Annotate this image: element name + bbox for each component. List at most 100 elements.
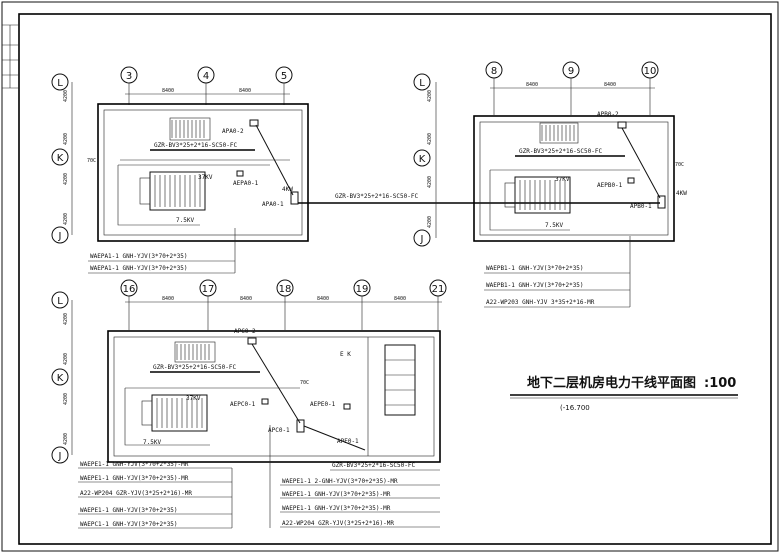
- load-label: 7.5KV: [143, 439, 161, 446]
- axis-label: 19: [356, 284, 369, 295]
- drawing-title: 地下二层机房电力干线平面图 :100 (-16.700: [510, 375, 738, 412]
- axis-label: 8: [491, 66, 497, 77]
- load-label: 7.5KV: [176, 217, 194, 224]
- panel-box: [249, 119, 259, 127]
- room-outline: [97, 103, 309, 242]
- axis-10: 10: [641, 61, 659, 115]
- dim-label: 4200: [63, 313, 69, 325]
- dim-label: 4200: [63, 393, 69, 405]
- cable-leader: WAEPE1-1 GNH-YJV(3*70+2*35)-MR: [80, 475, 189, 482]
- drawing-title-text: 地下二层机房电力干线平面图: [527, 375, 696, 391]
- dim-label: 4200: [63, 173, 69, 185]
- axis-21: 21: [429, 279, 447, 330]
- axis-18: 18: [276, 279, 294, 330]
- axis-3: 3: [120, 66, 138, 105]
- room-outline: [473, 115, 675, 242]
- dim-label: 8400: [394, 296, 406, 302]
- axis-label: J: [420, 234, 424, 245]
- panel-label: APA0-2: [222, 128, 244, 135]
- panel-box: [657, 195, 666, 209]
- axis-L: L: [413, 73, 431, 91]
- room-inner: [103, 109, 303, 236]
- dim-label: 4200: [63, 133, 69, 145]
- cable-leader: WAEPE1-1 2-GNH-YJV(3*70+2*35)-MR: [282, 478, 398, 485]
- cable-leader: WAEPB1-1 GNH-YJV(3*70+2*35): [486, 265, 584, 272]
- dim-label: 8400: [239, 88, 251, 94]
- panel-label: APE0-1: [337, 438, 359, 445]
- panel-label: APC0-1: [268, 427, 290, 434]
- dim-label: 8400: [526, 82, 538, 88]
- axis-label: K: [419, 154, 426, 165]
- pipe-run: [124, 387, 300, 446]
- panel-box: [343, 403, 351, 410]
- temp-label: 70C: [675, 162, 684, 168]
- axis-label: 5: [281, 71, 287, 82]
- axis-label: 16: [123, 284, 136, 295]
- title-strip: [2, 24, 19, 89]
- panel-box: [290, 191, 299, 205]
- feeder-line: [621, 127, 661, 199]
- stair: [174, 341, 216, 363]
- dim-label: 4200: [427, 176, 433, 188]
- stair: [169, 117, 211, 141]
- axis-5: 5: [275, 66, 293, 105]
- panel-label: AEPA0-1: [233, 180, 259, 187]
- panel-label: APB0-1: [630, 203, 652, 210]
- panel-label: AEPC0-1: [230, 401, 256, 408]
- panel-box: [247, 337, 257, 345]
- axis-J: J: [413, 229, 431, 247]
- load-label: 37KV: [198, 174, 213, 181]
- dim-label: 8400: [604, 82, 616, 88]
- load-label: 4KW: [676, 190, 687, 197]
- panel-c: 16 17 18 19 21 8400 8400 8400 8400 L K J…: [51, 279, 447, 529]
- cable-leader: A22-WP203 GNH-YJV 3*35+2*16-MR: [486, 299, 595, 306]
- panel-label: APC0-2: [234, 328, 256, 335]
- dim-label: 4200: [63, 433, 69, 445]
- trunk-label: GZR-BV3*25+2*16-SC50-FC: [519, 148, 602, 155]
- axis-label: 4: [203, 71, 209, 82]
- room-inner: [113, 336, 435, 457]
- axis-8: 8: [485, 61, 503, 115]
- axis-label: 21: [432, 284, 445, 295]
- trunk-label: GZR-BV3*25+2*16-SC50-FC: [332, 462, 415, 469]
- cable-leader: WAEPB1-1 GNH-YJV(3*70+2*35): [486, 282, 584, 289]
- chiller-unit: [141, 394, 208, 432]
- dim-label: 4200: [427, 216, 433, 228]
- dim-label: 4200: [63, 213, 69, 225]
- panel-b: 8 9 10 8400 8400 L K J 4200 4200 4200 42…: [413, 61, 687, 308]
- inner-frame: [18, 13, 772, 545]
- cable-leader: WAEPE1-1 GNH-YJV(3*70+2*35): [80, 507, 178, 514]
- cable-leader: A22-WP204 GZR-YJV(3*25+2*16)-MR: [282, 520, 394, 527]
- cable-leader: WAEPE1-1 GNH-YJV(3*70+2*35)-MR: [80, 461, 189, 468]
- room-tag: E K: [340, 351, 351, 358]
- axis-K: K: [413, 149, 431, 167]
- axis-17: 17: [199, 279, 217, 330]
- panel-box: [627, 177, 635, 184]
- axis-L: L: [51, 73, 69, 91]
- feeder-line: [255, 124, 294, 196]
- axis-16: 16: [120, 279, 138, 330]
- axis-J: J: [51, 226, 69, 244]
- room-inner: [479, 121, 669, 236]
- axis-label: 18: [279, 284, 292, 295]
- cable-leader: WAEPA1-1 GNH-YJV(3*70+2*35): [90, 265, 188, 272]
- cable-leader: WAEPE1-1 GNH-YJV(3*70+2*35)-MR: [282, 505, 391, 512]
- cable-leader: A22-WP204 GZR-YJV(3*25+2*16)-MR: [80, 490, 192, 497]
- panel-label: AEPB0-1: [597, 182, 623, 189]
- dim-label: 4200: [63, 90, 69, 102]
- dim-label: 4200: [427, 90, 433, 102]
- chiller-unit: [139, 171, 206, 211]
- panel-a: 3 4 5 8400 8400 L K J 4200 4200 4200 420…: [51, 66, 309, 274]
- feeder-line: [251, 343, 301, 424]
- feeder-line: [303, 425, 366, 451]
- axis-label: L: [419, 78, 425, 89]
- trunk-label: GZR-BV3*25+2*16-SC50-FC: [154, 142, 237, 149]
- cable-leader: WAEPE1-1 GNH-YJV(3*70+2*35)-MR: [282, 491, 391, 498]
- temp-label: 70C: [300, 380, 309, 386]
- load-label: 37KV: [186, 395, 201, 402]
- panel-label: APA0-1: [262, 201, 284, 208]
- drawing-subtitle: (-16.700: [560, 404, 590, 412]
- axis-J: J: [51, 446, 69, 464]
